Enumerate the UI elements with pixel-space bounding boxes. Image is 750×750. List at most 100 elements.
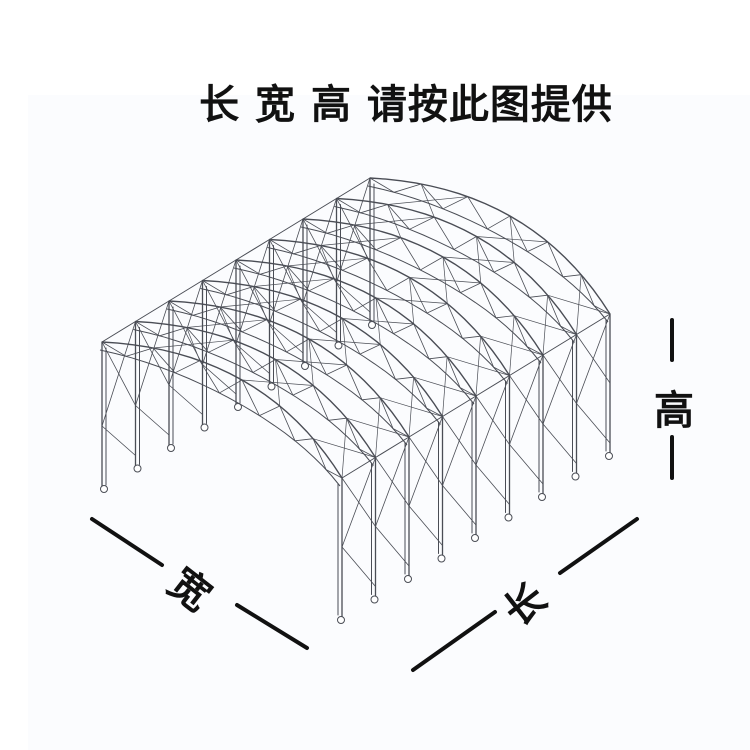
frame-roof-brace [341,417,347,479]
frame-arch-truss [202,280,228,296]
frame-roof-brace [509,215,515,263]
width-dimension-line-right [235,603,309,650]
frame-arch-truss [393,183,422,193]
frame-top-beam-right [576,313,611,335]
frame-brace-right [408,416,443,507]
frame-foot-left [334,341,343,350]
frame-arch-truss [420,183,444,210]
frame-arch-truss [353,297,377,312]
frame-brace-left [336,282,371,313]
frame-arch-inner [267,247,508,384]
frame-arch-inner [367,185,609,323]
frame-top-beam-right [375,436,410,458]
frame-arch-truss [192,306,221,316]
frame-roof-brace [308,338,314,386]
frame-arch-truss [446,303,463,339]
height-label: 高 [654,388,694,434]
length-dimension-line-top [558,517,639,575]
frame-arch-truss [336,198,362,214]
frame-arch-truss [286,265,310,292]
frame-roof-brace [542,294,548,356]
frame-brace-right [375,526,410,567]
frame-top-beam-left [101,321,136,343]
frame-brace-left [302,198,337,304]
frame-arch-truss [409,277,428,314]
frame-arch-truss [387,204,410,230]
frame-arch-truss [527,241,549,253]
frame-arch-truss [235,259,261,275]
frame-brace-left [168,384,203,415]
frame-arch-truss [509,215,528,253]
frame-top-beam-left [269,218,304,240]
frame-arch-truss [269,239,295,255]
frame-roof-brace [509,315,515,376]
frame-arch-truss [253,286,276,312]
frame-roof-brace [409,277,415,325]
frame-top-beam-left [135,300,170,322]
frame-arch-truss [529,294,549,298]
frame-arch-truss [279,405,296,442]
frame-arch-truss [400,237,421,271]
frame-arch-truss [513,315,528,348]
frame-brace-left [235,239,270,345]
frame-brace-right [576,403,611,444]
frame-top-beam-right [341,457,376,479]
frame-brace-left [168,280,203,386]
frame-top-beam-right [408,416,443,438]
frame-arch-inner [233,267,475,405]
frame-arch-truss [361,397,381,401]
frame-arch-inner [99,349,341,487]
frame-brace-left [202,259,237,365]
frame-foot-right [504,513,513,522]
frame-brace-right [442,395,477,486]
frame-top-beam-right [475,375,510,397]
frame-arch-truss [428,356,448,360]
frame-arch-truss [219,379,243,394]
frame-foot-left [100,485,108,493]
frame-roof-brace [320,245,335,280]
frame-top-beam-left [202,259,237,281]
frame-arch-inner [133,329,374,466]
frame-arch-truss [275,298,301,312]
frame-arch-truss [325,469,343,479]
frame-arch-truss [326,364,348,376]
frame-foot-right [471,534,479,542]
frame-arch-truss [312,438,327,471]
frame-arch-truss [346,417,361,450]
frame-arch-truss [299,298,321,332]
frame-roof-brace [475,335,481,397]
frame-arch-truss [152,347,176,374]
frame-roof-brace [442,356,448,417]
frame-arch-truss [379,397,394,430]
frame-arch-truss [413,323,430,360]
frame-arch-truss [286,338,310,353]
frame-foot-left [267,382,276,391]
width-dimension-line-left [90,517,164,567]
frame-foot-left [167,444,175,452]
frame-brace-left [269,218,304,324]
frame-arch-truss [320,245,343,271]
frame-foot-left [133,464,142,473]
frame-brace-left [269,323,304,354]
frame-arch-truss [159,327,188,337]
frame-arch-inner [334,206,575,343]
frame-arch-truss [375,297,394,335]
frame-top-beam-left [168,280,203,302]
frame-brace-right [509,354,544,445]
frame-foot-right [404,575,412,583]
frame-top-beam-left [235,239,270,261]
frame-foot-right [538,493,546,501]
frame-arch-truss [326,224,355,234]
frame-arch-truss [360,204,389,214]
frame-arch-truss [395,376,415,380]
frame-arch-truss [413,376,428,409]
page-title: 长 宽 高 请按此图提供 [199,82,613,128]
frame-roof-brace [342,318,348,366]
frame-brace-right [475,375,510,466]
frame-roof-brace [375,297,381,345]
frame-brace-left [302,302,337,333]
frame-roof-brace [286,265,301,300]
frame-arch-truss [426,303,448,314]
frame-arch-truss [101,341,127,357]
